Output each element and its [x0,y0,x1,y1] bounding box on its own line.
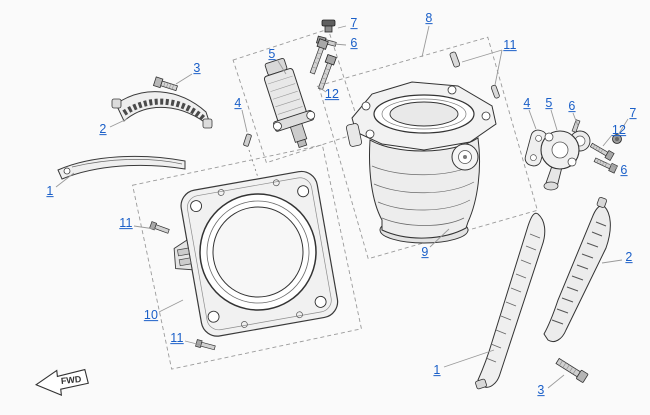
callout-5[interactable]: 5 [545,96,553,111]
callout-8[interactable]: 8 [425,11,433,26]
callout-2[interactable]: 2 [99,122,107,137]
callout-4[interactable]: 4 [234,96,242,111]
callout-7[interactable]: 7 [629,106,637,121]
callout-12[interactable]: 12 [324,87,340,102]
callout-5[interactable]: 5 [268,47,276,62]
callout-2[interactable]: 2 [625,250,633,265]
callout-11[interactable]: 11 [503,38,517,53]
callout-4[interactable]: 4 [523,96,531,111]
callout-6[interactable]: 6 [568,99,576,114]
callout-11[interactable]: 11 [119,216,133,231]
callout-7[interactable]: 7 [350,16,358,31]
callout-1[interactable]: 1 [433,363,441,378]
callout-1[interactable]: 1 [46,184,54,199]
callout-9[interactable]: 9 [421,245,429,260]
callout-11[interactable]: 11 [170,331,184,346]
callout-6[interactable]: 6 [620,163,628,178]
callout-12[interactable]: 12 [611,123,627,138]
callout-10[interactable]: 10 [143,308,159,323]
callout-6[interactable]: 6 [350,36,358,51]
callout-3[interactable]: 3 [537,383,545,398]
callout-3[interactable]: 3 [193,61,201,76]
